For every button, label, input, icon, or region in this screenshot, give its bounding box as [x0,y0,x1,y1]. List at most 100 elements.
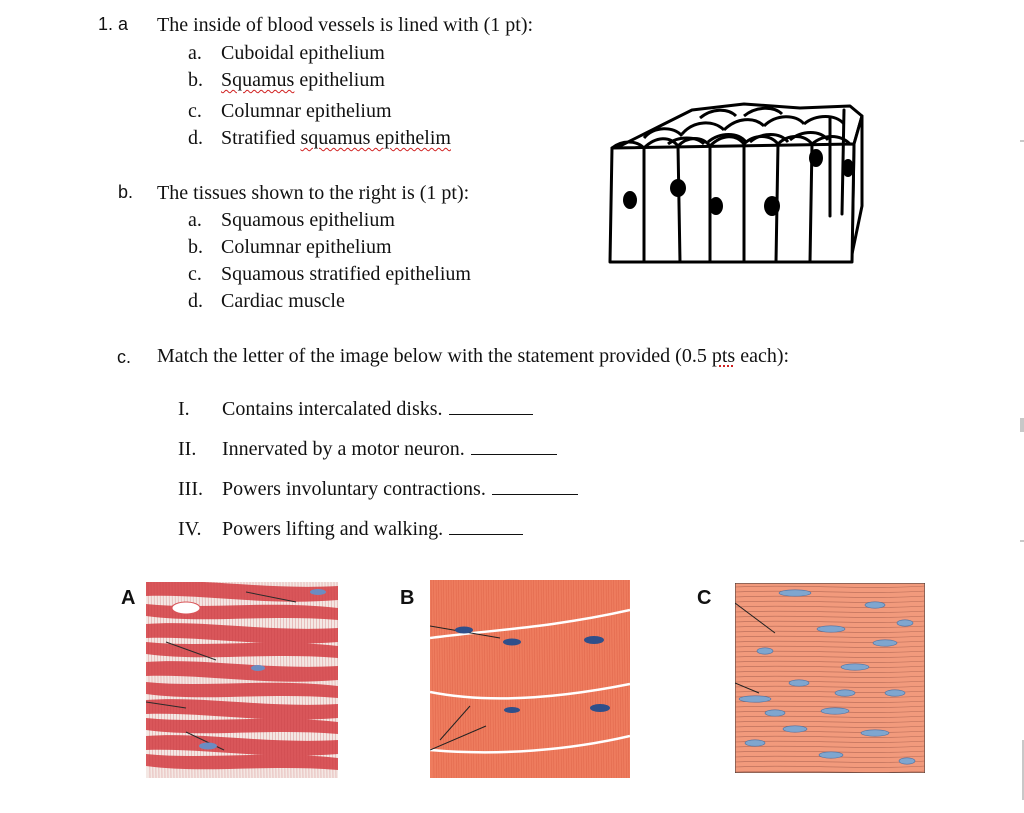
striation-line [518,580,522,778]
statement-text: Powers involuntary contractions. [222,478,486,500]
striation-line [252,582,256,778]
striation-line [330,582,334,778]
striation-line [450,580,455,778]
striation-line [246,582,250,778]
striation-line [473,580,477,778]
nucleus [872,639,898,647]
striation-line [156,582,160,778]
striation-line [445,580,450,778]
fiber-line [735,590,925,593]
striation-line [312,582,316,778]
striation-line [465,580,470,778]
striation-line [483,580,487,778]
nucleus [584,636,604,644]
nucleus [503,638,521,646]
striation-line [440,580,445,778]
option-letter: a. [188,209,202,231]
answer-blank[interactable] [448,398,533,415]
nucleus [816,625,846,633]
nucleus [455,626,473,634]
striation-line [548,580,552,778]
striation-line [545,580,550,778]
muscle-fiber-lines [735,585,925,773]
match-statement-3: III.Powers involuntary contractions. [178,478,578,501]
striation-line [168,582,172,778]
option-letter: d. [188,127,203,149]
nucleus [860,729,890,737]
nucleus [834,689,856,697]
answer-blank[interactable] [470,438,557,455]
striation-line [225,582,229,778]
fiber-line [735,600,925,603]
q1a-option-a: a.Cuboidal epithelium [188,42,385,65]
striation-line [240,582,244,778]
striation-line [216,582,220,778]
nucleus [896,619,914,627]
striation-line [318,582,322,778]
question-1a-number: 1. a [98,14,129,34]
nucleus [782,725,808,733]
option-text: Squamous stratified epithelium [221,263,471,285]
striation-line [443,580,447,778]
striation-line [490,580,495,778]
striation-line [234,582,238,778]
striation-line [165,582,169,778]
striation-line [333,582,337,778]
striation-line [183,582,187,778]
question-1c-text: Match the letter of the image below with… [157,345,789,368]
question-1b-number: b. [118,182,134,202]
fiber-line [735,735,925,738]
striation-line [528,580,532,778]
striation-line [475,580,480,778]
nucleus [840,663,870,671]
striation-line [590,580,595,778]
muscle-fibers [146,582,338,778]
answer-blank[interactable] [491,478,578,495]
question-1c-number: c. [117,347,132,367]
nucleus [778,589,812,597]
nucleus [820,707,850,715]
striation-line [510,580,515,778]
striation-line [538,580,542,778]
answer-blank[interactable] [449,518,524,535]
nuclei-group [738,589,916,765]
striation-line [267,582,271,778]
striation-line [315,582,319,778]
striation-line [480,580,485,778]
striation-line [282,582,286,778]
nucleus [738,695,772,703]
striation-line [558,580,562,778]
option-text: Stratified [221,127,301,149]
striation-line [195,582,199,778]
striation-line [327,582,331,778]
muscle-fiber [146,582,338,602]
striation-line [628,580,630,699]
fiber-line [735,595,925,598]
striation-line [306,582,310,778]
striation-line [430,580,435,778]
striation-line [488,580,492,778]
match-statement-1: I.Contains intercalated disks. [178,398,533,421]
striation-line [324,582,328,778]
striation-line [553,580,557,778]
striation-line [555,580,560,778]
striation-line [505,580,510,778]
fiber-line [735,610,925,613]
option-letter: d. [188,290,203,312]
page-edge-mark [1020,140,1024,142]
striation-line [455,580,460,778]
fiber-line [735,615,925,618]
fiber-line [735,645,925,648]
striation-line [180,582,184,778]
striation-line [498,580,502,778]
striation-line [174,582,178,778]
match-statement-4: IV.Powers lifting and walking. [178,518,524,541]
striation-line [147,582,151,778]
striation-line [533,580,537,778]
q1b-option-c: c.Squamous stratified epithelium [188,263,471,286]
fiber-line [735,660,925,663]
striation-line [470,580,475,778]
striation-line [192,582,196,778]
striation-line [237,582,241,778]
muscle-fiber [146,642,338,658]
